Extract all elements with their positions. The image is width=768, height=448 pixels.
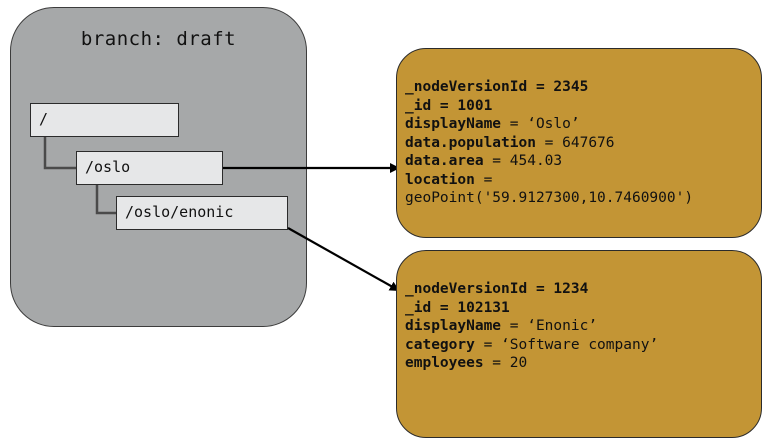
record-field: _id = 102131 (405, 299, 510, 316)
branch-title: branch: draft (80, 28, 237, 50)
record-field: _nodeVersionId = 1234 (405, 281, 589, 297)
record-field: employees = 20 (405, 355, 528, 371)
tree-node-oslo-enonic: /oslo/enonic (116, 196, 288, 230)
tree-connector-root-oslo (43, 137, 76, 170)
record-field: data.area = 454.03 (405, 153, 563, 169)
record-field: category = ‘Software company’ (405, 336, 659, 353)
record-field: displayName = ‘Oslo’ (405, 116, 580, 132)
tree-node-root: / (30, 103, 179, 137)
record-field: displayName = ‘Enonic’ (405, 318, 598, 334)
record-field: _id = 1001 (405, 97, 493, 114)
tree-connector-oslo-enonic (95, 185, 116, 215)
node-record-oslo: _nodeVersionId = 2345 _id = 1001 display… (396, 48, 762, 238)
record-field: data.population = 647676 (405, 134, 615, 151)
record-field: _nodeVersionId = 2345 (405, 79, 589, 95)
arrow-enonic-record (287, 227, 400, 291)
record-field: geoPoint('59.9127300,10.7460900') (405, 190, 694, 206)
record-field: location = (405, 171, 493, 188)
node-record-enonic: _nodeVersionId = 1234 _id = 102131 displ… (396, 250, 762, 438)
tree-node-oslo: /oslo (76, 151, 223, 185)
